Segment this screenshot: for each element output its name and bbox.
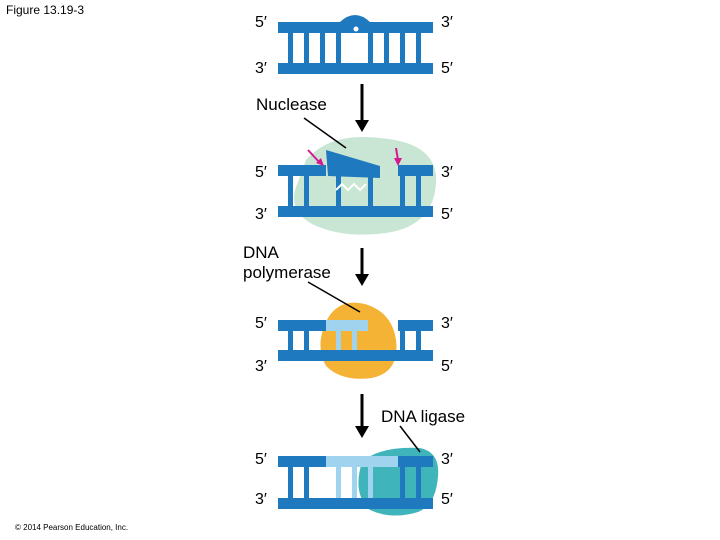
polymerase-pointer — [307, 281, 361, 313]
distortion-bump — [340, 15, 370, 22]
panel-2-top-right-end: 3′ — [441, 164, 453, 181]
panel-3-bottom-right-end: 5′ — [441, 358, 453, 375]
panel-3-top-left-end: 5′ — [255, 315, 267, 332]
panel-2-bottom-left-end: 3′ — [255, 206, 267, 223]
panel-4-dna — [278, 456, 433, 509]
copyright-notice: © 2014 Pearson Education, Inc. — [15, 523, 129, 532]
polymerase-label-line-2: polymerase — [243, 263, 331, 282]
panel-1-top-left-end: 5′ — [255, 14, 267, 31]
polymerase-blob — [320, 302, 397, 379]
excised-fragment — [326, 150, 380, 178]
panel-4-bottom-right-end: 5′ — [441, 491, 453, 508]
ligase-label: DNA ligase — [381, 407, 466, 426]
panel-3-dna — [278, 320, 433, 361]
nuclease-label: Nuclease — [256, 95, 327, 114]
ligase-pointer — [399, 425, 421, 453]
panel-4-top-left-end: 5′ — [255, 451, 267, 468]
panel-4-top-right-end: 3′ — [441, 451, 453, 468]
new-dna-segment — [326, 320, 368, 331]
polymerase-label-line-1: DNA — [243, 243, 279, 262]
panel-1-dna — [278, 15, 433, 74]
nuclease-cut-arrows — [307, 147, 402, 166]
panel-2-bottom-right-end: 5′ — [441, 206, 453, 223]
panel-2-top-left-end: 5′ — [255, 164, 267, 181]
panel-3-top-right-end: 3′ — [441, 315, 453, 332]
figure-label: Figure 13.19-3 — [6, 3, 85, 17]
panel-1-top-right-end: 3′ — [441, 14, 453, 31]
nuclease-pointer — [303, 117, 347, 149]
thymine-dimer — [343, 35, 365, 47]
panel-4-bottom-left-end: 3′ — [255, 491, 267, 508]
panel-3-bottom-left-end: 3′ — [255, 358, 267, 375]
panel-1-bottom-left-end: 3′ — [255, 60, 267, 77]
panel-1-bottom-right-end: 5′ — [441, 60, 453, 77]
panel-2-dna — [278, 150, 433, 217]
